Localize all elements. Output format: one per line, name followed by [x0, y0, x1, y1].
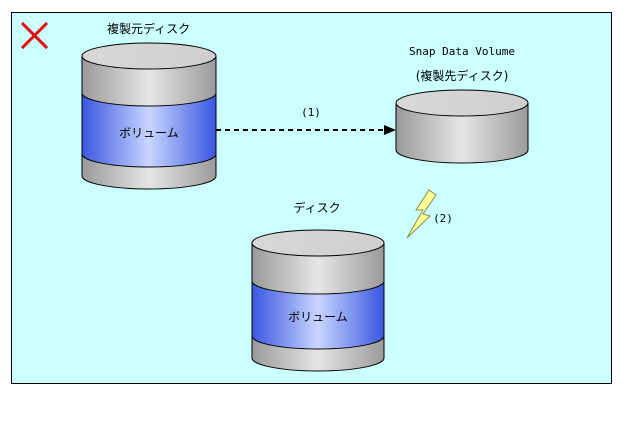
snap-title: Snap Data Volume	[409, 45, 515, 58]
snap-subtitle: (複製先ディスク)	[416, 68, 509, 83]
source-volume-label: ボリューム	[119, 126, 179, 140]
snap-data-volume-disk	[395, 89, 529, 164]
source-disk	[81, 42, 217, 190]
step2-label: (2)	[433, 212, 453, 225]
target-volume-label: ボリューム	[288, 310, 348, 324]
source-disk-label: 複製元ディスク	[107, 21, 190, 36]
target-disk	[251, 229, 385, 372]
source-volume-band	[81, 92, 217, 168]
arrow-step1	[216, 125, 396, 135]
target-volume-band	[251, 280, 385, 350]
disk-label: ディスク	[293, 200, 340, 215]
step1-label: (1)	[301, 106, 321, 119]
cross-icon	[20, 21, 49, 50]
arrow-step2	[406, 189, 437, 239]
